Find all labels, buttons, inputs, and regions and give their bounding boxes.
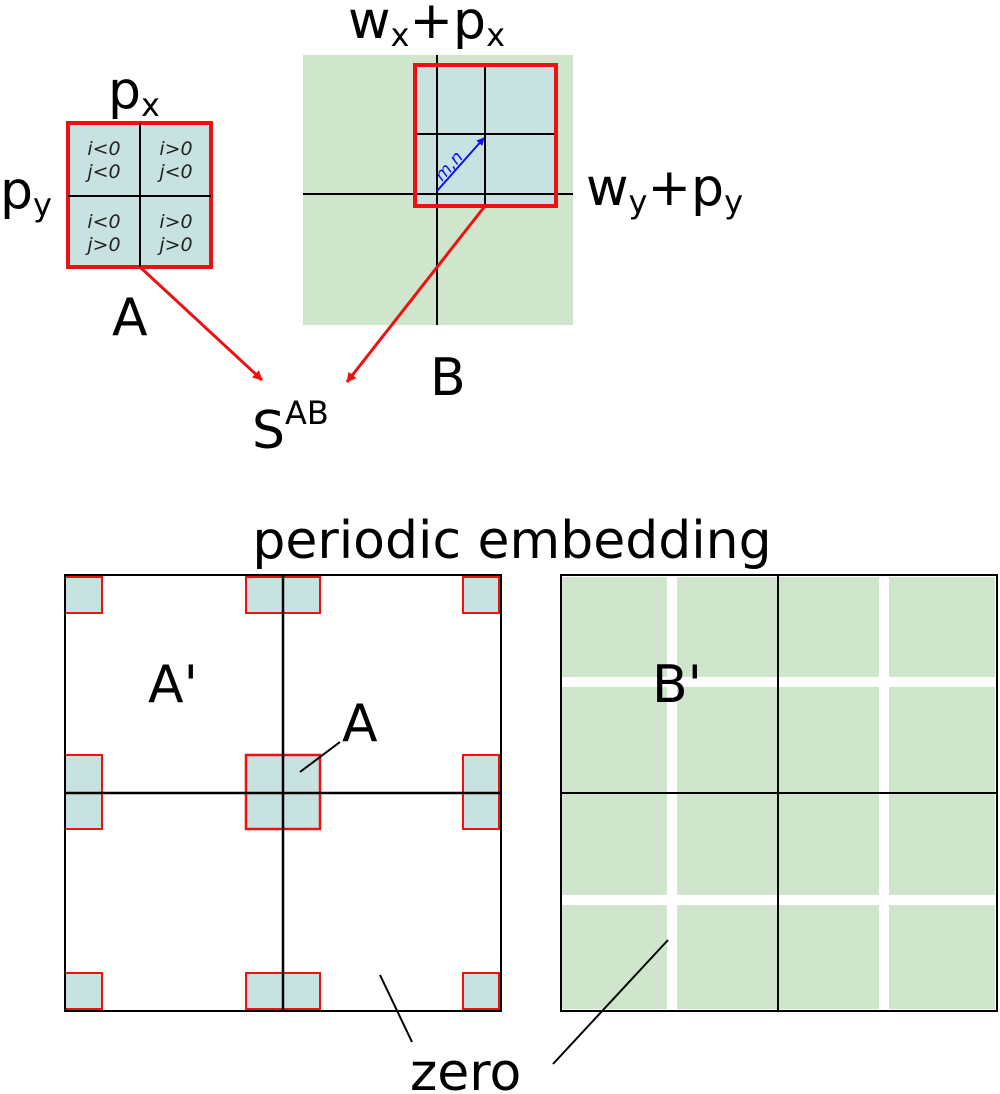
a-prime-border — [64, 574, 502, 1012]
zero-pointer-a — [379, 974, 413, 1043]
cell-1-line1: i<0 — [87, 138, 120, 160]
b-prime-border — [560, 574, 998, 1012]
label-wx-px: wx+px — [348, 0, 505, 54]
cell-2-line2: j<0 — [156, 161, 192, 183]
label-wy-py: wy+py — [586, 158, 743, 221]
a-inner-leader-line — [299, 741, 341, 773]
heading-periodic-embedding: periodic embedding — [252, 511, 771, 571]
a-prime-square — [462, 972, 500, 1010]
label-b: B — [430, 348, 466, 408]
cell-2-line1: i>0 — [159, 138, 192, 160]
a-prime-square — [462, 576, 500, 614]
cell-3-line1: i<0 — [87, 211, 120, 233]
arrow-a-to-s — [138, 265, 264, 382]
b-prime-tile — [561, 687, 667, 895]
arrow-b-to-s — [345, 205, 487, 383]
label-a-prime: A' — [148, 655, 198, 715]
cell-1-line2: j<0 — [84, 161, 120, 183]
b-prime-tile — [561, 905, 667, 1009]
label-a-inner: A — [342, 694, 378, 754]
b-prime-tile — [889, 687, 995, 895]
cell-4-line2: j>0 — [156, 234, 192, 256]
embedded-a-prime — [64, 574, 502, 1012]
b-prime-tile — [561, 577, 667, 677]
label-py: py — [0, 161, 52, 224]
shift-vector-arrow — [436, 137, 485, 192]
label-s-ab: SAB — [252, 394, 329, 461]
cell-3-line2: j>0 — [84, 234, 120, 256]
image-b-window-border — [413, 63, 558, 208]
label-zero: zero — [410, 1043, 521, 1094]
b-prime-tile — [889, 577, 995, 677]
embedded-b-prime — [560, 574, 998, 1012]
a-prime-square — [64, 576, 103, 614]
a-prime-square — [64, 972, 103, 1010]
label-b-prime: B' — [652, 655, 702, 715]
zero-pointer-b — [552, 939, 669, 1065]
cell-4-line1: i>0 — [159, 211, 192, 233]
label-px: px — [108, 61, 160, 124]
image-b: m,n — [303, 55, 573, 325]
kernel-a: i<0 j<0 i>0 j<0 i<0 j>0 i>0 j>0 — [66, 121, 213, 269]
b-prime-tile — [889, 905, 995, 1009]
label-a: A — [112, 288, 148, 348]
